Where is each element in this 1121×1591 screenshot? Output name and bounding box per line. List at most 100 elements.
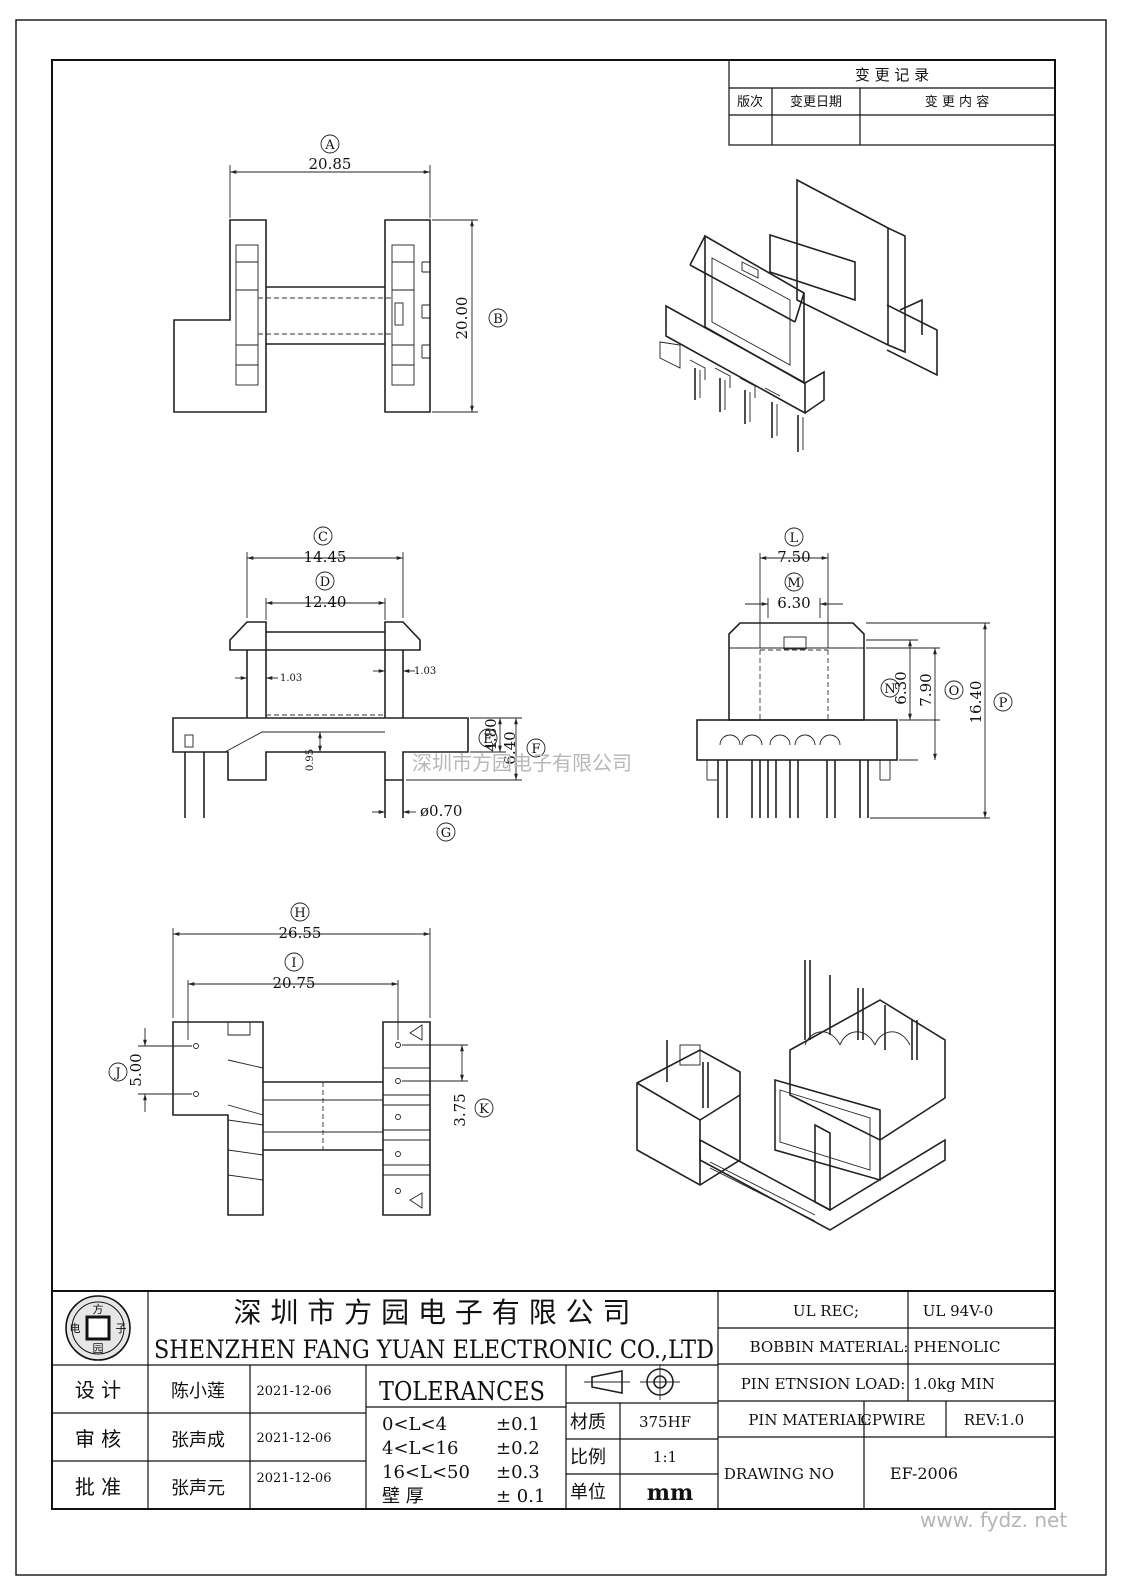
bobbin-material-value: PHENOLIC bbox=[914, 1338, 1001, 1356]
revision-col-content: 变 更 内 容 bbox=[925, 94, 989, 110]
svg-text:园: 园 bbox=[93, 1342, 104, 1355]
unit-label: 单位 bbox=[570, 1482, 606, 1503]
svg-text:O: O bbox=[949, 684, 960, 699]
bobbin-material-label: BOBBIN MATERIAL: bbox=[750, 1338, 909, 1356]
revision-table: 变 更 记 录 版次 变更日期 变 更 内 容 bbox=[728, 59, 1056, 146]
svg-text:J: J bbox=[113, 1066, 120, 1081]
dim-M-value: 6.30 bbox=[777, 594, 810, 612]
balloon-J: J bbox=[108, 1062, 128, 1082]
approval-role-design: 设 计 bbox=[75, 1378, 121, 1402]
dim-inner-value: 0.95 bbox=[305, 749, 316, 771]
revision-col-version: 版次 bbox=[737, 94, 763, 110]
dim-D-value: 12.40 bbox=[304, 593, 347, 611]
revision-col-date: 变更日期 bbox=[790, 94, 842, 110]
pin-material-value: CPWIRE bbox=[860, 1411, 925, 1429]
balloon-E: E bbox=[478, 728, 498, 748]
dim-G-value: ø0.70 bbox=[420, 802, 462, 820]
approval-name-design: 陈小莲 bbox=[171, 1381, 225, 1402]
balloon-O: O bbox=[944, 680, 964, 700]
dim-side-wall-left: 1.03 bbox=[280, 673, 302, 684]
inner-border bbox=[51, 59, 1056, 1510]
svg-text:M: M bbox=[787, 576, 800, 591]
tolerance-range-2: 4<L<16 bbox=[382, 1438, 458, 1459]
company-logo: 方 电 子 园 bbox=[65, 1295, 131, 1361]
isometric-view-top bbox=[659, 178, 938, 452]
revision-number: REV:1.0 bbox=[964, 1411, 1024, 1429]
svg-text:电: 电 bbox=[70, 1322, 81, 1335]
dim-P-value: 16.40 bbox=[967, 681, 985, 724]
scale-label: 比例 bbox=[570, 1447, 606, 1468]
tolerance-range-4: 壁 厚 bbox=[382, 1486, 424, 1507]
balloon-B: B bbox=[488, 308, 508, 328]
balloon-A: A bbox=[320, 134, 340, 154]
tolerance-range-1: 0<L<4 bbox=[382, 1414, 447, 1435]
svg-text:C: C bbox=[318, 530, 328, 545]
dim-A-value: 20.85 bbox=[309, 155, 352, 173]
dim-side-wall-right: 1.03 bbox=[414, 666, 436, 677]
company-name-cn: 深 圳 市 方 园 电 子 有 限 公 司 bbox=[233, 1296, 630, 1329]
balloon-D: D bbox=[315, 571, 335, 591]
svg-text:I: I bbox=[291, 956, 296, 971]
approval-name-approve: 张声元 bbox=[171, 1478, 225, 1499]
svg-text:B: B bbox=[493, 312, 503, 327]
balloon-N: N bbox=[880, 678, 900, 698]
ul-rec-label: UL REC; bbox=[793, 1302, 859, 1320]
ul-rec-value: UL 94V-0 bbox=[923, 1302, 994, 1320]
isometric-view-bottom bbox=[636, 960, 946, 1231]
dim-F-value: 6.40 bbox=[501, 731, 519, 764]
svg-text:P: P bbox=[999, 696, 1008, 711]
dim-I-value: 20.75 bbox=[273, 974, 316, 992]
dim-O-value: 7.90 bbox=[917, 673, 935, 706]
balloon-C: C bbox=[313, 526, 333, 546]
svg-text:G: G bbox=[441, 826, 451, 841]
tolerances-title: TOLERANCES bbox=[379, 1377, 545, 1407]
balloon-H: H bbox=[290, 902, 310, 922]
approval-date-approve: 2021-12-06 bbox=[257, 1471, 332, 1486]
tolerance-value-3: ±0.3 bbox=[496, 1462, 540, 1483]
drawing-no-label: DRAWING NO bbox=[724, 1465, 834, 1483]
svg-text:子: 子 bbox=[116, 1322, 127, 1335]
svg-text:D: D bbox=[320, 575, 330, 590]
title-block bbox=[52, 1290, 1055, 1509]
balloon-G: G bbox=[436, 822, 456, 842]
approval-role-review: 审 核 bbox=[75, 1427, 121, 1451]
balloon-M: M bbox=[784, 572, 804, 592]
pin-load-label: PIN ETNSION LOAD: bbox=[741, 1375, 906, 1393]
svg-text:A: A bbox=[324, 138, 335, 153]
approval-name-review: 张声成 bbox=[171, 1430, 225, 1451]
side-view bbox=[696, 553, 990, 819]
svg-text:L: L bbox=[790, 531, 799, 546]
watermark-center: 深圳市方园电子有限公司 bbox=[412, 751, 632, 775]
bottom-view bbox=[138, 928, 468, 1216]
pin-load-value: 1.0kg MIN bbox=[913, 1375, 995, 1393]
dim-L-value: 7.50 bbox=[777, 548, 810, 566]
dim-H-value: 26.55 bbox=[279, 924, 322, 942]
svg-text:H: H bbox=[294, 906, 305, 921]
watermark-corner: www. fydz. net bbox=[920, 1508, 1067, 1532]
top-view bbox=[173, 165, 478, 413]
tolerance-value-2: ±0.2 bbox=[496, 1438, 540, 1459]
dim-B-value: 20.00 bbox=[453, 297, 471, 340]
approval-role-approve: 批 准 bbox=[75, 1475, 121, 1499]
svg-text:F: F bbox=[531, 742, 540, 757]
tolerance-value-4: ± 0.1 bbox=[496, 1486, 545, 1507]
dim-C-value: 14.45 bbox=[304, 548, 347, 566]
material-value: 375HF bbox=[639, 1413, 691, 1431]
scale-value: 1:1 bbox=[653, 1448, 677, 1466]
balloon-F: F bbox=[526, 738, 546, 758]
svg-text:N: N bbox=[884, 682, 895, 697]
revision-title: 变 更 记 录 bbox=[855, 66, 929, 84]
company-name-en: SHENZHEN FANG YUAN ELECTRONIC CO.,LTD bbox=[154, 1335, 714, 1364]
svg-text:K: K bbox=[479, 1102, 489, 1117]
balloon-K: K bbox=[474, 1098, 494, 1118]
svg-text:方: 方 bbox=[93, 1302, 104, 1316]
unit-value: mm bbox=[647, 1480, 694, 1506]
third-angle-projection-icon bbox=[584, 1364, 680, 1400]
svg-text:E: E bbox=[483, 732, 493, 747]
approval-date-design: 2021-12-06 bbox=[257, 1384, 332, 1399]
balloon-P: P bbox=[993, 692, 1013, 712]
balloon-I: I bbox=[284, 952, 304, 972]
drawing-no-value: EF-2006 bbox=[890, 1464, 958, 1483]
approval-date-review: 2021-12-06 bbox=[257, 1431, 332, 1446]
tolerance-value-1: ±0.1 bbox=[496, 1414, 540, 1435]
